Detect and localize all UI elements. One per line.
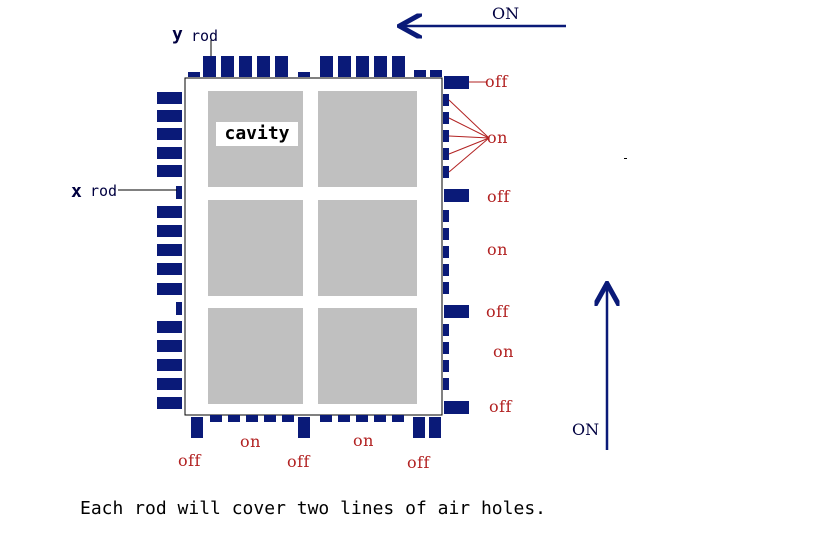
left-rod-15: [157, 397, 182, 409]
top-rod-2: [203, 56, 216, 77]
right-rod-small-3: [443, 130, 449, 142]
right-rod-small-4: [443, 148, 449, 160]
right-rod-small-14: [443, 378, 449, 390]
left-rod-10: [157, 283, 182, 295]
left-rod-9: [157, 263, 182, 275]
left-rod-13: [157, 359, 182, 371]
fan-line-1: [448, 99, 490, 139]
cell-2: [318, 91, 417, 187]
right-state-5: off: [486, 302, 509, 321]
cell-4: [318, 200, 417, 296]
top-rod-9: [338, 56, 351, 77]
left-rod-2: [157, 110, 182, 122]
bottom-rod-small-10: [392, 415, 404, 422]
bottom-rod-small-2: [228, 415, 240, 422]
fan-line-2: [448, 117, 490, 139]
cavity-label: cavity: [216, 122, 298, 146]
caption: Each rod will cover two lines of air hol…: [80, 498, 546, 519]
bottom-rod-small-4: [264, 415, 276, 422]
right-rod-3: [444, 305, 469, 318]
bottom-state-4: on: [353, 431, 374, 450]
bottom-rod-small-5: [282, 415, 294, 422]
cell-5: [208, 308, 303, 404]
on-right-label: ON: [572, 420, 600, 439]
right-state-2: on: [487, 128, 508, 147]
top-rod-3: [221, 56, 234, 77]
fan-line-4: [448, 137, 490, 155]
right-state-7: off: [489, 397, 512, 416]
bottom-state-1: off: [178, 451, 201, 470]
top-rod-12: [392, 56, 405, 77]
top-rod-13: [414, 70, 426, 77]
right-rod-small-10: [443, 282, 449, 294]
y-rod-letter: y: [172, 24, 183, 45]
cell-3: [208, 200, 303, 296]
right-rod-small-2: [443, 112, 449, 124]
bottom-state-3: off: [287, 452, 310, 471]
right-rod-4: [444, 401, 469, 414]
top-rod-8: [320, 56, 333, 77]
bottom-rod-2: [298, 417, 310, 438]
left-rod-7: [157, 225, 182, 237]
top-rod-7: [298, 72, 310, 77]
bottom-rod-small-9: [374, 415, 386, 422]
right-rod-small-12: [443, 342, 449, 354]
right-rod-small-5: [443, 166, 449, 178]
left-rod-6: [157, 206, 182, 218]
left-rod-small-1: [176, 186, 182, 199]
left-rod-3: [157, 128, 182, 140]
right-state-6: on: [493, 342, 514, 361]
right-rod-small-7: [443, 228, 449, 240]
bottom-rod-small-1: [210, 415, 222, 422]
cell-6: [318, 308, 417, 404]
bottom-rod-1: [191, 417, 203, 438]
left-rod-4: [157, 147, 182, 159]
right-rod-small-11: [443, 324, 449, 336]
left-rod-8: [157, 244, 182, 256]
top-rod-14: [430, 70, 442, 77]
stray-mark: [624, 158, 627, 159]
right-state-1: off: [485, 72, 508, 91]
left-rod-5: [157, 165, 182, 177]
right-rod-small-1: [443, 94, 449, 106]
top-rod-10: [356, 56, 369, 77]
left-rod-small-2: [176, 302, 182, 315]
right-rod-small-6: [443, 210, 449, 222]
top-rod-4: [239, 56, 252, 77]
left-rod-14: [157, 378, 182, 390]
left-rod-1: [157, 92, 182, 104]
top-rod-1: [188, 72, 200, 77]
bottom-rod-small-7: [338, 415, 350, 422]
left-rod-11: [157, 321, 182, 333]
bottom-state-2: on: [240, 432, 261, 451]
fan-line-3: [448, 135, 490, 139]
bottom-rod-small-8: [356, 415, 368, 422]
right-state-3: off: [487, 187, 510, 206]
right-rod-1: [444, 76, 469, 89]
bottom-rod-small-6: [320, 415, 332, 422]
bottom-rod-small-3: [246, 415, 258, 422]
bottom-state-5: off: [407, 453, 430, 472]
bottom-rod-3: [413, 417, 425, 438]
x-rod-letter: x: [71, 181, 82, 202]
on-top-label: ON: [492, 4, 520, 23]
right-rod-2: [444, 189, 469, 202]
right-rod-small-9: [443, 264, 449, 276]
right-rod-small-13: [443, 360, 449, 372]
bottom-rod-4: [429, 417, 441, 438]
right-state-4: on: [487, 240, 508, 259]
top-rod-11: [374, 56, 387, 77]
top-rod-6: [275, 56, 288, 77]
fan-line-5: [448, 137, 490, 173]
left-rod-12: [157, 340, 182, 352]
y-rod-label: rod: [191, 27, 219, 45]
right-rod-small-8: [443, 246, 449, 258]
top-rod-5: [257, 56, 270, 77]
x-rod-label: rod: [90, 182, 118, 200]
